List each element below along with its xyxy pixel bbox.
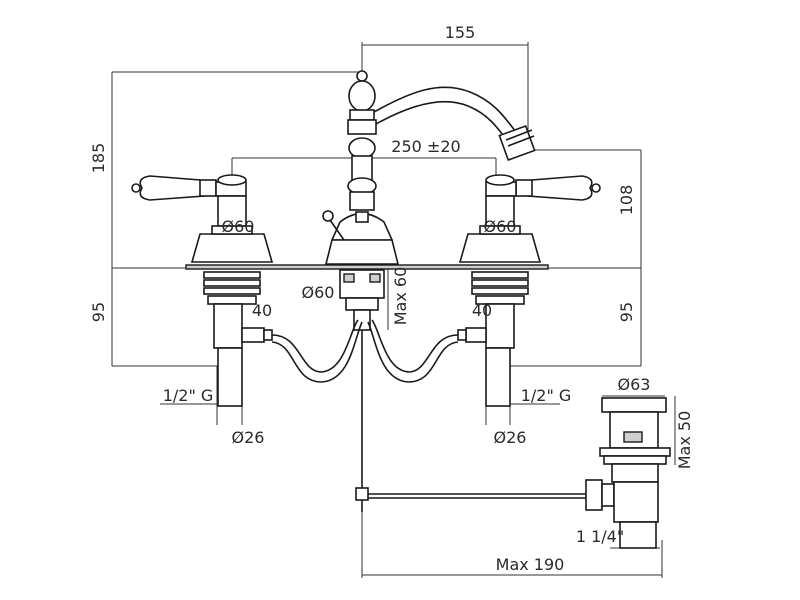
dim-waste-max-height: Max 50 <box>675 411 694 470</box>
popup-rod <box>355 330 594 512</box>
left-handle <box>131 174 274 263</box>
dim-left-outlet: 40 <box>252 301 272 320</box>
dim-left-thread: 1/2" G <box>163 386 214 405</box>
dim-overall-height: 185 <box>89 143 108 174</box>
dim-left-below-deck: 95 <box>89 302 108 322</box>
dim-center-base-diameter: Ø60 <box>302 283 335 302</box>
left-valve-body <box>203 271 273 407</box>
deck-plate <box>185 264 549 270</box>
dim-right-below-deck: 95 <box>617 302 636 322</box>
dim-max-horizontal: Max 190 <box>496 555 565 574</box>
dim-handle-height: 108 <box>617 185 636 216</box>
dim-right-outlet: 40 <box>472 301 492 320</box>
dim-max-deck-thickness: Max 60 <box>391 267 410 326</box>
spout-body <box>322 70 536 265</box>
right-valve-body <box>457 271 529 407</box>
dim-right-thread: 1/2" G <box>521 386 572 405</box>
dim-waste-diameter: Ø63 <box>618 375 651 394</box>
dim-waste-thread: 1 1/4" <box>576 527 624 546</box>
right-handle <box>458 174 601 263</box>
dim-spout-reach: 155 <box>445 23 476 42</box>
flex-hoses <box>271 319 459 383</box>
dim-left-base-diameter: Ø60 <box>222 217 255 236</box>
center-tail <box>339 269 385 331</box>
waste-assembly <box>585 397 671 549</box>
dim-right-base-diameter: Ø60 <box>484 217 517 236</box>
dim-spread: 250 ±20 <box>391 137 460 156</box>
dim-left-tail-diameter: Ø26 <box>232 428 265 447</box>
dim-right-tail-diameter: Ø26 <box>494 428 527 447</box>
